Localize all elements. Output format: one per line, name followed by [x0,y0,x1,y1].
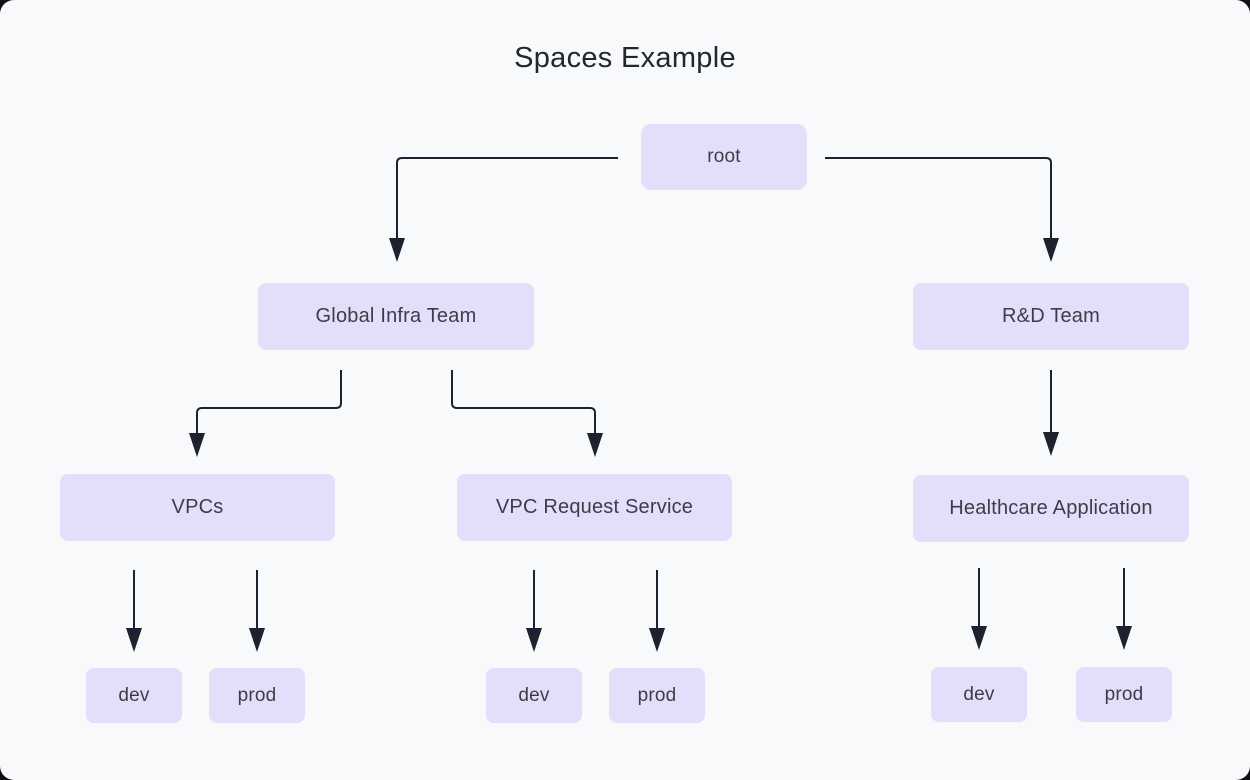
node-vpc-request-service-label: VPC Request Service [495,496,694,518]
node-vpcs-dev-label: dev [118,684,150,706]
node-global-infra-team: Global Infra Team [258,283,534,350]
node-root-label: root [707,146,741,167]
node-healthcare-application: Healthcare Application [913,475,1189,542]
edge-vpcs-to-dev [126,570,142,652]
edge-global-infra-team-to-vpc-request-service [451,370,603,457]
edge-healthcare-application-to-dev [971,568,987,650]
edge-global-infra-team-to-vpcs [189,370,342,457]
node-healthcare-application-prod-label: prod [1104,683,1144,705]
node-vpc-request-service-prod: prod [609,668,705,723]
node-healthcare-application-prod: prod [1076,667,1172,722]
node-healthcare-application-dev: dev [931,667,1027,722]
edge-healthcare-application-to-prod [1116,568,1132,650]
node-vpcs-label: VPCs [171,496,224,518]
node-vpc-request-service-dev-label: dev [518,684,550,706]
edge-root-to-global-infra-team [389,157,618,262]
node-vpcs-prod: prod [209,668,305,723]
node-healthcare-application-label: Healthcare Application [949,497,1153,519]
node-global-infra-team-label: Global Infra Team [315,305,477,327]
node-healthcare-application-dev-label: dev [963,683,995,705]
node-vpcs: VPCs [60,474,335,541]
node-vpc-request-service-prod-label: prod [637,684,677,706]
diagram-title: Spaces Example [514,42,736,74]
edge-vpc-request-service-to-dev [526,570,542,652]
edge-rd-team-to-healthcare-application [1043,370,1059,456]
node-vpc-request-service-dev: dev [486,668,582,723]
node-rd-team-label: R&D Team [1002,305,1100,327]
node-rd-team: R&D Team [913,283,1189,350]
node-root: root [641,124,807,190]
node-vpcs-prod-label: prod [237,684,277,706]
edge-vpcs-to-prod [249,570,265,652]
edge-root-to-rd-team [825,157,1059,262]
node-vpc-request-service: VPC Request Service [457,474,732,541]
edge-vpc-request-service-to-prod [649,570,665,652]
node-vpcs-dev: dev [86,668,182,723]
